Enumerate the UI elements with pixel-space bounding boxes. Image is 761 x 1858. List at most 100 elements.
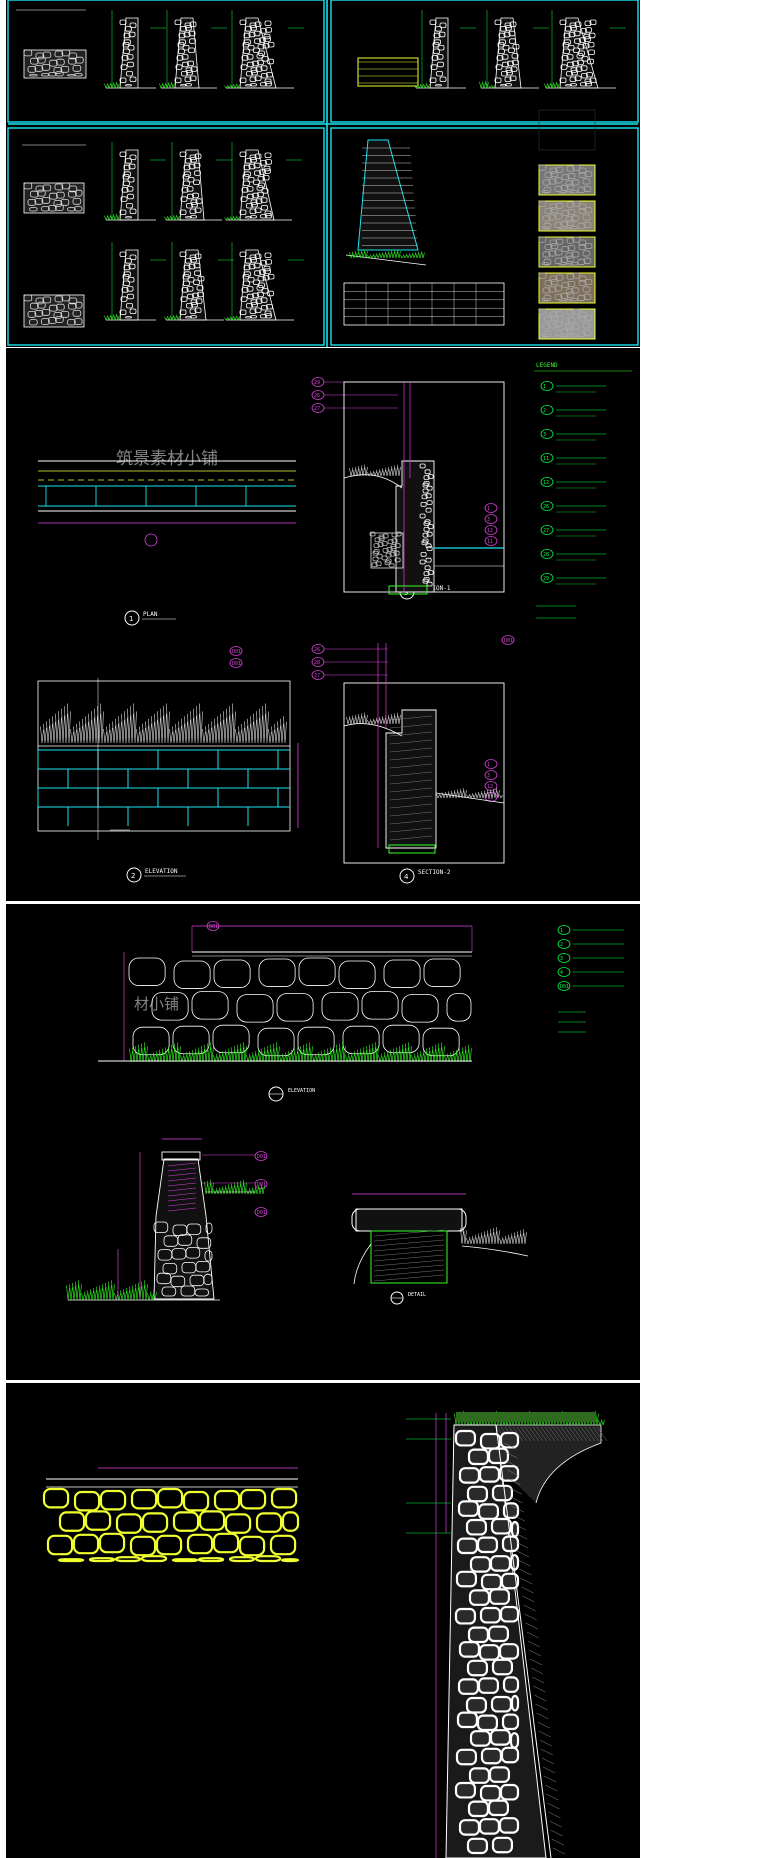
- stone: [240, 296, 248, 302]
- callout-label: 28: [314, 660, 320, 666]
- section-frame: [343, 682, 505, 864]
- soil-hatch: [576, 1426, 588, 1442]
- stone: [239, 209, 247, 215]
- hatch: [389, 803, 433, 809]
- stone: [426, 581, 433, 587]
- stone: [127, 176, 135, 183]
- stone: [75, 56, 84, 64]
- grass-hatch: [159, 81, 175, 89]
- stone: [571, 215, 580, 222]
- stone: [260, 260, 267, 266]
- stone: [54, 295, 64, 303]
- stone: [541, 262, 550, 266]
- stone: [34, 197, 44, 205]
- stone: [499, 1431, 520, 1449]
- stone: [248, 263, 256, 270]
- stone: [549, 167, 558, 174]
- backfill-hatch: [522, 1595, 535, 1603]
- stone: [548, 250, 557, 257]
- stone: [127, 193, 134, 200]
- stone: [191, 201, 198, 208]
- stone: [260, 197, 268, 203]
- hatch: [373, 1264, 445, 1272]
- grass-blades: [460, 1227, 527, 1245]
- stone: [68, 57, 77, 65]
- wall-outline: [153, 1158, 215, 1300]
- stone: [550, 314, 559, 322]
- stone: [191, 991, 229, 1020]
- stone: [561, 281, 570, 289]
- stone: [192, 292, 199, 299]
- grass-hatch: [224, 83, 240, 89]
- stone: [174, 19, 182, 25]
- stone: [543, 294, 552, 301]
- stone: [264, 152, 272, 158]
- callout-ring: [540, 501, 554, 511]
- stone: [98, 1532, 126, 1554]
- stone: [479, 1784, 502, 1802]
- stone: [23, 294, 33, 302]
- stone: [427, 524, 434, 529]
- stone: [246, 186, 254, 192]
- stone: [67, 207, 76, 212]
- stone: [508, 30, 516, 37]
- elevation-title-block: ELEVATION: [268, 1086, 315, 1102]
- stone: [180, 1285, 196, 1297]
- stone: [129, 154, 137, 160]
- stone: [187, 60, 194, 67]
- stone: [29, 207, 38, 212]
- callout-bubble: 27: [311, 403, 325, 413]
- backfill-hatch: [537, 1721, 550, 1729]
- stone: [582, 43, 590, 49]
- stone: [257, 44, 265, 50]
- stone: [372, 556, 379, 562]
- stone: [478, 1466, 501, 1483]
- stone: [258, 958, 296, 987]
- stone: [264, 168, 271, 174]
- stone: [587, 42, 595, 48]
- stone: [560, 328, 569, 335]
- stone: [554, 221, 563, 228]
- footing-marker: [388, 844, 436, 854]
- stone: [56, 303, 65, 311]
- stone: [183, 164, 191, 171]
- stone: [433, 32, 441, 39]
- stone: [554, 293, 563, 300]
- stone: [48, 205, 57, 212]
- stone: [243, 48, 250, 54]
- callout-bubble: 12: [540, 477, 554, 487]
- stone: [491, 1484, 514, 1502]
- svg-text:4: 4: [404, 873, 409, 881]
- stone: [189, 21, 197, 27]
- stone: [213, 1489, 241, 1511]
- stone: [554, 329, 563, 336]
- elevation-title: ELEVATION: [145, 868, 178, 875]
- stone: [549, 203, 558, 210]
- stone: [476, 1536, 499, 1554]
- stone: [245, 26, 252, 32]
- stone: [189, 38, 196, 44]
- hatch: [389, 827, 433, 833]
- stone: [385, 552, 392, 558]
- stone: [582, 178, 591, 185]
- callout-ring: [557, 981, 571, 991]
- stone: [119, 151, 127, 157]
- wall-section: [224, 242, 304, 321]
- stone: [245, 258, 252, 264]
- stone: [239, 151, 247, 157]
- stone: [494, 77, 502, 83]
- stone: [197, 291, 204, 298]
- stone: [422, 578, 429, 584]
- coping-stone: [161, 1151, 201, 1161]
- stone: [498, 1817, 520, 1834]
- backfill-hatch: [550, 1829, 563, 1837]
- stone: [566, 183, 575, 190]
- stone: [119, 19, 127, 25]
- stone: [505, 25, 512, 31]
- frame-bottom-right: [330, 127, 639, 346]
- soil-hatch: [520, 1426, 532, 1442]
- stone: [419, 559, 426, 565]
- backfill-hatch: [539, 1739, 552, 1747]
- callout-label: 3: [487, 517, 490, 523]
- stone: [189, 208, 197, 214]
